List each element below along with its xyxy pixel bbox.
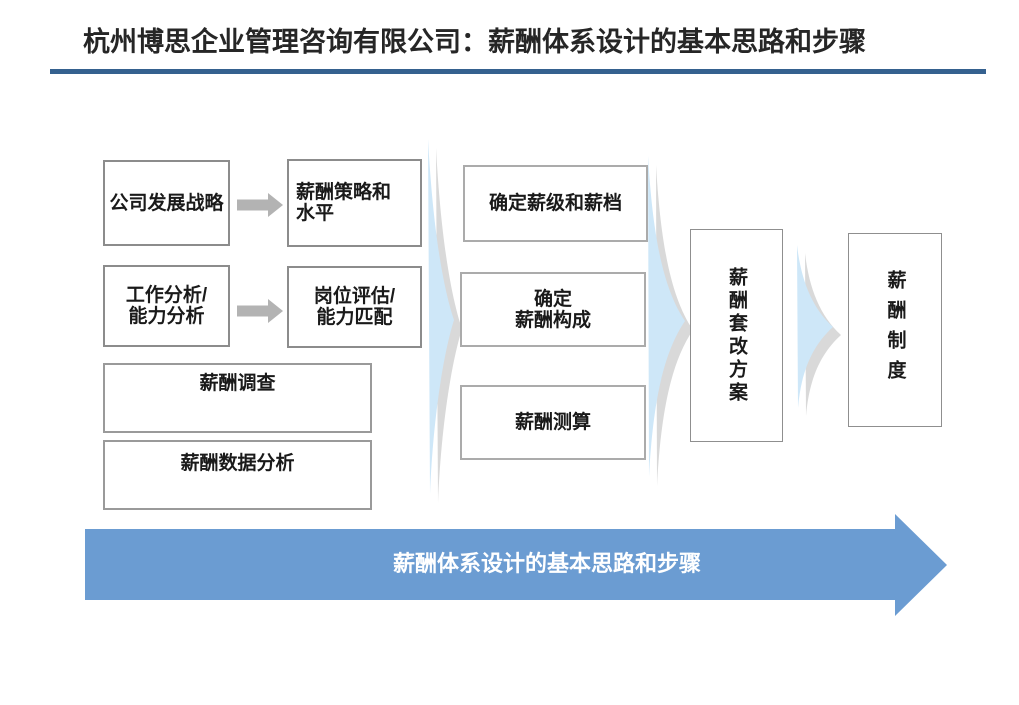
box-salary-system: 薪酬制度: [848, 233, 942, 427]
box-position-eval-match: 岗位评估/ 能力匹配: [287, 266, 422, 348]
box-salary-strategy-level-label: 薪酬策略和 水平: [296, 182, 392, 224]
box-determine-composition: 确定 薪酬构成: [460, 272, 646, 347]
box-determine-composition-label: 确定 薪酬构成: [514, 288, 591, 331]
right-arrow-icon: [237, 193, 283, 217]
box-job-ability-analysis: 工作分析/ 能力分析: [103, 265, 230, 347]
box-salary-system-label: 薪酬制度: [884, 270, 906, 390]
box-salary-data-analysis: 薪酬数据分析: [103, 440, 372, 510]
right-arrow-icon: [237, 299, 283, 323]
box-salary-reform-plan: 薪酬套改方案: [690, 229, 783, 442]
box-company-strategy: 公司发展战略: [103, 160, 230, 246]
box-salary-calculation: 薪酬测算: [460, 385, 646, 460]
box-salary-data-analysis-label: 薪酬数据分析: [180, 453, 295, 474]
box-determine-grade-band-label: 确定薪级和薪档: [488, 193, 622, 214]
title-divider: [50, 69, 986, 74]
box-salary-calculation-label: 薪酬测算: [514, 412, 591, 433]
bottom-arrow-label: 薪酬体系设计的基本思路和步骤: [392, 551, 701, 576]
page-title: 杭州博思企业管理咨询有限公司：薪酬体系设计的基本思路和步骤: [83, 27, 866, 57]
box-salary-strategy-level: 薪酬策略和 水平: [287, 159, 422, 247]
box-salary-reform-plan-label: 薪酬套改方案: [726, 266, 747, 405]
box-position-eval-match-label: 岗位评估/ 能力匹配: [313, 286, 396, 328]
box-salary-survey: 薪酬调查: [103, 363, 372, 433]
box-salary-survey-label: 薪酬调查: [199, 373, 276, 394]
box-determine-grade-band: 确定薪级和薪档: [463, 165, 648, 242]
box-company-strategy-label: 公司发展战略: [109, 192, 224, 214]
swoosh-arrow-icon: [797, 245, 841, 416]
swoosh-arrow-icon: [428, 139, 462, 503]
box-job-ability-analysis-label: 工作分析/ 能力分析: [125, 285, 208, 327]
swoosh-arrow-icon: [648, 156, 693, 486]
